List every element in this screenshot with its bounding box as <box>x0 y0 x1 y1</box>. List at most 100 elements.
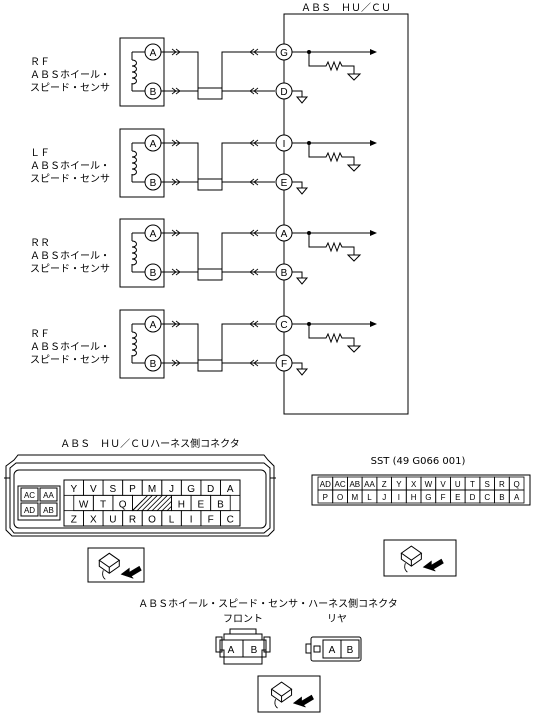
sst-pin: Y <box>396 480 402 489</box>
sst-pin: T <box>470 480 475 489</box>
hu-pin: Q <box>119 499 127 510</box>
hu-pin: R <box>129 515 136 526</box>
hu-pin: Z <box>71 515 77 526</box>
hu-terminal: A <box>281 229 288 240</box>
front-pin-b: B <box>251 645 258 656</box>
connector-chevron-icon <box>171 268 181 276</box>
arrow-icon <box>370 140 377 146</box>
sensor-pin: A <box>150 139 157 150</box>
sst-pin: G <box>425 493 431 502</box>
sst-pin: X <box>411 480 417 489</box>
ground-icon <box>346 254 362 262</box>
hu-terminal: G <box>280 48 288 59</box>
coil-icon <box>131 331 137 357</box>
coil-icon <box>131 240 137 266</box>
connector-chevron-icon <box>249 178 259 186</box>
hu-pin: V <box>90 484 97 495</box>
sst-pin: L <box>367 493 372 502</box>
hu-pin: Y <box>70 484 77 495</box>
connector-chevron-icon <box>171 178 181 186</box>
resistor-icon <box>308 233 355 255</box>
sensor-label-line1: ＬＦ <box>30 148 50 159</box>
sensor-pin: A <box>150 48 157 59</box>
hu-pin: X <box>90 515 97 526</box>
connector-chevron-icon <box>249 87 259 95</box>
ground-icon <box>295 368 309 376</box>
sensor-label-line3: スピード・センサ <box>30 173 110 185</box>
resistor-icon <box>308 52 355 74</box>
hu-terminal: E <box>281 178 288 189</box>
sst-pin: W <box>425 480 433 489</box>
hu-pin: I <box>190 515 193 526</box>
hu-pin: H <box>178 499 185 510</box>
hu-terminal: D <box>280 87 287 98</box>
sensor-pin: A <box>150 320 157 331</box>
sensor-label-line1: ＲＲ <box>30 238 50 249</box>
hu-pin: F <box>208 515 214 526</box>
hu-pin: B <box>217 499 224 510</box>
hu-pin: S <box>110 484 117 495</box>
hu-pin: T <box>100 499 106 510</box>
sst-pin: C <box>484 493 490 502</box>
hu-pin: W <box>79 499 89 510</box>
hu-pin: E <box>198 499 205 510</box>
sst-pin: U <box>455 480 461 489</box>
sensor-pin: B <box>150 359 157 370</box>
sst-pin: V <box>440 480 446 489</box>
connector-chevron-icon <box>249 48 259 56</box>
rear-pin-b: B <box>347 645 354 656</box>
ground-icon <box>295 187 309 195</box>
sst-pin: H <box>411 493 417 502</box>
sensor-label-line2: ＡＢＳホイール・ <box>30 341 110 353</box>
ground-icon <box>295 277 309 285</box>
connector-chevron-icon <box>249 320 259 328</box>
hu-pin: C <box>227 515 234 526</box>
sensor-label-line3: スピード・センサ <box>30 354 110 366</box>
ground-icon <box>346 164 362 172</box>
sensor-label-line2: ＡＢＳホイール・ <box>30 160 110 172</box>
sensor-pin: B <box>150 87 157 98</box>
sensor-label-line2: ＡＢＳホイール・ <box>30 69 110 81</box>
resistor-icon <box>308 324 355 346</box>
hu-terminal: C <box>280 320 287 331</box>
ground-icon <box>346 73 362 81</box>
coil-icon <box>131 150 137 176</box>
resistor-icon <box>308 143 355 165</box>
sst-pin: M <box>351 493 358 502</box>
sst-pin: AB <box>349 480 360 489</box>
hu-connector-title: ＡＢＳ ＨＵ／ＣＵハーネス側コネクタ <box>60 437 240 450</box>
sst-title: SST (49 G066 001) <box>371 456 466 467</box>
sensor-pin: A <box>150 229 157 240</box>
sst-pin: AD <box>320 480 331 489</box>
sst-pin: P <box>323 493 328 502</box>
front-connector: A B <box>215 628 271 665</box>
view-direction-icon <box>383 539 457 577</box>
sst-pin: D <box>470 493 476 502</box>
sst-pin: Q <box>514 480 520 489</box>
sst-pin: I <box>398 493 400 502</box>
sensor-body <box>119 309 165 379</box>
hu-pin: M <box>148 484 156 495</box>
rear-label: リヤ <box>327 614 347 625</box>
front-pin-a: A <box>228 645 235 656</box>
hu-pin: L <box>169 515 175 526</box>
ground-icon <box>346 345 362 353</box>
hu-pin: A <box>227 484 234 495</box>
sensor-label-line3: スピード・センサ <box>30 82 110 94</box>
sst-pin: J <box>382 493 386 502</box>
sensor-connector-title: ＡＢＳホイール・スピード・センサ・ハーネス側コネクタ <box>138 597 398 610</box>
arrow-icon <box>370 230 377 236</box>
connector-chevron-icon <box>171 320 181 328</box>
sensor-label-line1: ＲＦ <box>30 329 50 340</box>
hu-pin: J <box>169 484 174 495</box>
sensor-body <box>119 218 165 288</box>
connector-chevron-icon <box>249 268 259 276</box>
connector-chevron-icon <box>171 359 181 367</box>
sst-pin: R <box>499 480 505 489</box>
